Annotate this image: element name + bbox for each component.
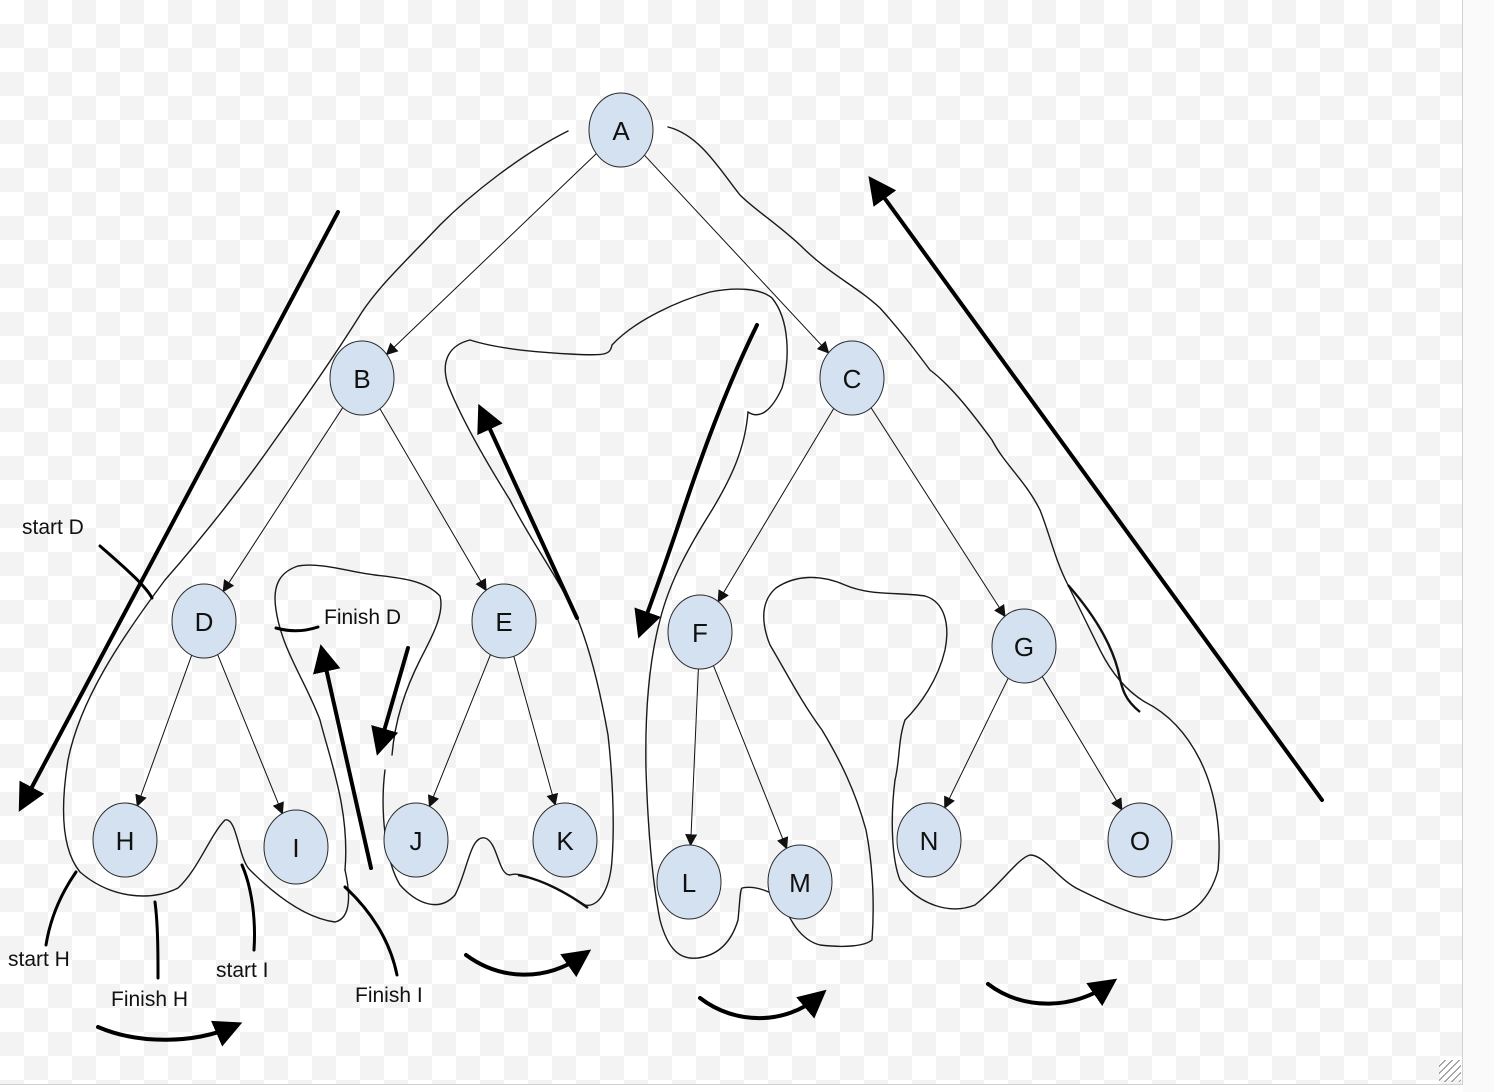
annotation-labels: start D Finish D start H Finish H start … [8,516,423,1011]
node-a: A [588,92,654,168]
diagram-canvas [0,0,1463,1085]
tree-traversal-diagram: start D Finish D start H Finish H start … [8,92,1324,1047]
tree-nodes: A B C D E F G H I J K L M N O [92,92,1173,920]
pointer-start-i [240,863,256,952]
edge-b-d [222,407,344,593]
node-label: J [410,826,423,856]
node-l: L [656,844,722,920]
node-e: E [471,583,537,659]
node-h: H [92,802,158,878]
edge-g-n [944,677,1009,809]
curve-arrow-hi [96,1020,243,1047]
arrow-up-to-b [477,403,579,620]
curve-arrow-no [986,978,1118,1007]
node-g: G [991,608,1057,684]
node-shape [532,802,598,878]
pointer-start-h [44,870,78,947]
node-f: F [667,594,733,670]
node-n: N [896,802,962,878]
node-d: D [171,583,237,659]
node-label: N [920,826,939,856]
resize-grip-icon[interactable] [1439,1060,1461,1082]
node-shape [92,802,158,878]
leaf-curved-arrows [96,949,1118,1047]
annotation-pointers [44,544,399,980]
node-shape [588,92,654,168]
node-label: M [789,868,811,898]
pointer-finish-i [343,885,399,977]
node-b: B [329,340,395,416]
edge-e-k [513,656,559,806]
node-o: O [1107,802,1173,878]
pointer-start-d [98,544,154,600]
direction-arrows [18,175,1324,870]
node-shape [1107,802,1173,878]
arrow-down-to-f [634,323,759,639]
node-label: E [495,607,512,637]
edge-d-h [135,654,193,807]
node-shape [171,583,237,659]
edge-f-m [712,665,789,850]
node-label: L [682,868,696,898]
outline-flm-path [645,411,948,959]
node-label: O [1130,826,1150,856]
node-shape [667,594,733,670]
edge-b-e [379,408,487,592]
node-shape [471,583,537,659]
node-label: B [353,364,370,394]
outline-gno-path [667,126,1220,921]
edge-c-g [870,407,1006,618]
arrow-up-right-outer [868,175,1324,802]
node-j: J [383,802,449,878]
node-shape [991,608,1057,684]
label-start-h: start H [8,948,70,971]
node-label: C [843,364,862,394]
node-k: K [532,802,598,878]
pointer-finish-d [274,625,320,633]
node-m: M [767,844,833,920]
node-label: D [195,607,214,637]
node-shape [767,844,833,920]
label-finish-h: Finish H [111,988,188,1011]
arrow-up-from-i [313,644,373,870]
label-finish-i: Finish I [355,984,423,1007]
node-shape [263,809,329,885]
outline-heavy-k-segment [517,873,589,909]
node-shape [329,340,395,416]
scrollbar-track[interactable] [1463,0,1494,1092]
node-label: I [292,833,299,863]
node-i: I [263,809,329,885]
outline-jk-path [382,288,788,906]
edge-g-o [1041,676,1123,811]
node-label: F [692,618,708,648]
edge-a-b [385,153,597,356]
edge-c-f [717,408,835,603]
outline-finish-d-loop [274,564,442,871]
label-start-d: start D [22,516,84,539]
node-shape [819,340,885,416]
curve-arrow-lm [698,989,827,1021]
node-shape [383,802,449,878]
outline-left-path [62,130,569,923]
edge-f-l [685,668,699,847]
pointer-finish-h [153,900,160,980]
label-finish-d: Finish D [324,606,401,629]
node-label: K [556,826,574,856]
curve-arrow-jk [464,949,592,978]
node-label: A [612,116,630,146]
traversal-outline [62,126,1220,959]
outline-heavy-g-segment [1067,584,1141,713]
node-label: H [116,826,135,856]
node-label: G [1014,632,1034,662]
node-c: C [819,340,885,416]
edge-e-j [427,654,491,808]
edge-d-i [217,654,284,815]
node-shape [656,844,722,920]
label-start-i: start I [216,959,269,982]
tree-edges [135,153,1123,850]
node-shape [896,802,962,878]
arrow-down-to-i [371,646,410,756]
arrow-down-left-outer [18,210,340,812]
edge-a-c [644,154,830,354]
